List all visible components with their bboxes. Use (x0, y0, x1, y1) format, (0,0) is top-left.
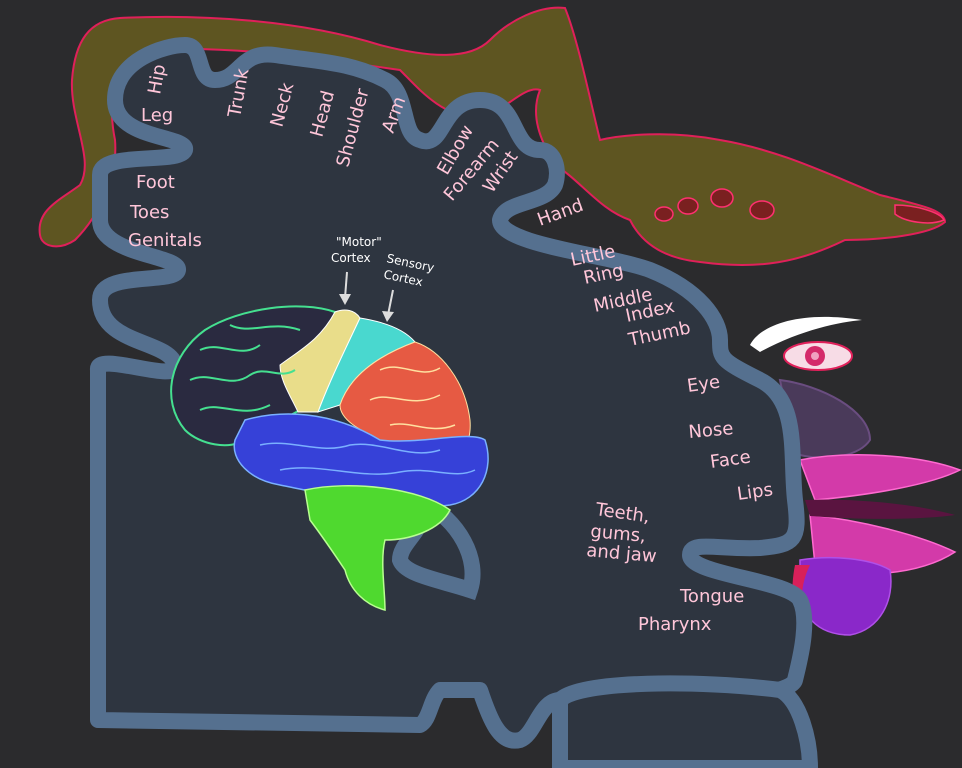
fingernail-4 (749, 200, 775, 220)
label-genitals: Genitals (128, 230, 202, 251)
cortex-arrows (339, 271, 394, 322)
fingernail-2 (677, 197, 699, 215)
eyebrow (750, 316, 862, 352)
label-foot: Foot (136, 172, 175, 193)
parietal-gyri (369, 366, 456, 430)
label-hip: Hip (144, 63, 170, 96)
cerebellum (304, 485, 451, 611)
frontal-gyri (189, 324, 301, 412)
brain-illustration (170, 305, 489, 611)
motor-arrow-line (344, 271, 348, 299)
fingernail-3 (710, 188, 734, 208)
upper-lip (798, 454, 962, 501)
motor-cortex-label-1: "Motor" (336, 235, 382, 249)
temporal-lobe (233, 413, 489, 508)
label-nose: Nose (688, 418, 735, 443)
motor-arrow-head (339, 294, 351, 305)
motor-cortex-label-2: Cortex (331, 251, 371, 265)
label-pharynx: Pharynx (638, 614, 712, 635)
thumbnail (894, 204, 946, 224)
eye-pupil (811, 352, 819, 360)
label-toes: Toes (129, 202, 169, 223)
label-leg: Leg (141, 105, 173, 126)
label-eye: Eye (686, 372, 722, 397)
fingernail-1 (654, 206, 674, 222)
sensory-arrow-line (387, 289, 394, 316)
temporal-gyri (259, 442, 476, 475)
label-tongue: Tongue (679, 586, 744, 607)
tongue-shape (799, 556, 892, 636)
label-lips: Lips (736, 479, 774, 505)
mouth-gap (805, 499, 955, 519)
sensory-arrow-head (382, 311, 394, 322)
label-teeth-line-2: gums, (590, 521, 647, 547)
lower-fold (552, 675, 819, 768)
